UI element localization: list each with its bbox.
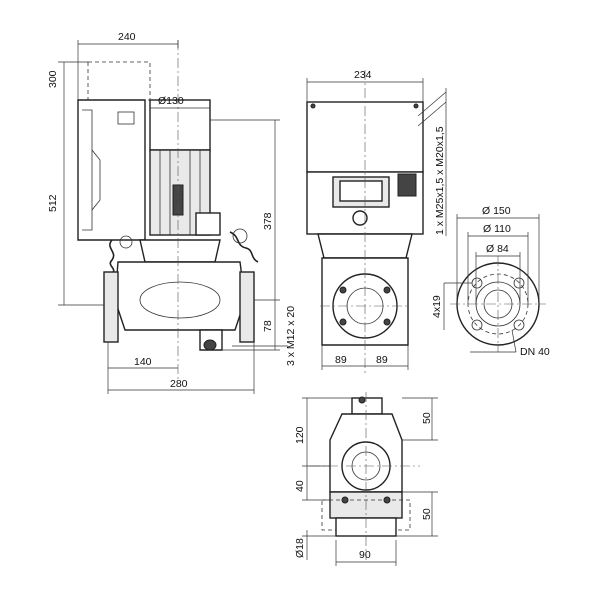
control-knob[interactable] xyxy=(352,210,368,226)
module-edge xyxy=(82,109,93,231)
cable-coil xyxy=(232,228,248,244)
cable-left xyxy=(109,239,115,275)
dim-120: 120 xyxy=(294,426,306,444)
dim-d84: Ø 84 xyxy=(486,243,509,255)
dim-40: 40 xyxy=(294,480,306,492)
dim-89b: 89 xyxy=(376,354,388,366)
dim-300: 300 xyxy=(47,70,59,88)
dim-89a: 89 xyxy=(335,354,347,366)
electronics-module xyxy=(77,99,146,241)
module-rib xyxy=(91,149,101,211)
dim-d110: Ø 110 xyxy=(483,223,511,235)
dim-140: 140 xyxy=(134,356,152,368)
terminal-box xyxy=(195,212,221,236)
plan-view: 50 120 40 50 Ø18 90 xyxy=(294,392,438,566)
flange-left xyxy=(103,271,119,343)
dim-top-50: 50 xyxy=(421,412,433,424)
dim-4x19: 4x19 xyxy=(431,295,443,318)
foot-boss xyxy=(203,339,217,351)
dim-m12: 3 x M12 x 20 xyxy=(285,306,297,366)
status-led xyxy=(397,173,417,197)
dim-512: 512 xyxy=(47,194,59,212)
cable-coil-2 xyxy=(119,235,133,249)
front-view: 234 1 x M25x1,5 x M20x1,5 89 89 xyxy=(306,69,447,375)
pump-housing xyxy=(114,261,246,331)
motor-top xyxy=(149,99,211,151)
dim-234: 234 xyxy=(354,69,372,81)
cable-right xyxy=(229,231,259,263)
side-view: 240 300 512 Ø130 378 78 3 x M12 x 20 140… xyxy=(47,31,297,394)
dim-240: 240 xyxy=(118,31,136,43)
volute xyxy=(139,281,221,319)
dim-d150: Ø 150 xyxy=(482,205,511,217)
top-flange xyxy=(351,397,383,415)
dim-78: 78 xyxy=(262,320,274,332)
dim-d130: Ø130 xyxy=(158,95,184,107)
dim-90: 90 xyxy=(359,549,371,561)
clearance-box xyxy=(87,61,151,101)
dim-bottom-50: 50 xyxy=(421,508,433,520)
flange-view: Ø 150 Ø 110 Ø 84 4x19 DN 40 xyxy=(431,205,550,358)
lantern xyxy=(139,239,221,263)
dim-d18: Ø18 xyxy=(294,538,306,558)
flange-right xyxy=(239,271,255,343)
dim-glands: 1 x M25x1,5 x M20x1,5 xyxy=(434,126,446,235)
dim-dn40: DN 40 xyxy=(520,346,550,358)
dim-378: 378 xyxy=(262,212,274,230)
gland-block xyxy=(117,111,135,125)
display xyxy=(339,180,383,202)
dim-280: 280 xyxy=(170,378,188,390)
